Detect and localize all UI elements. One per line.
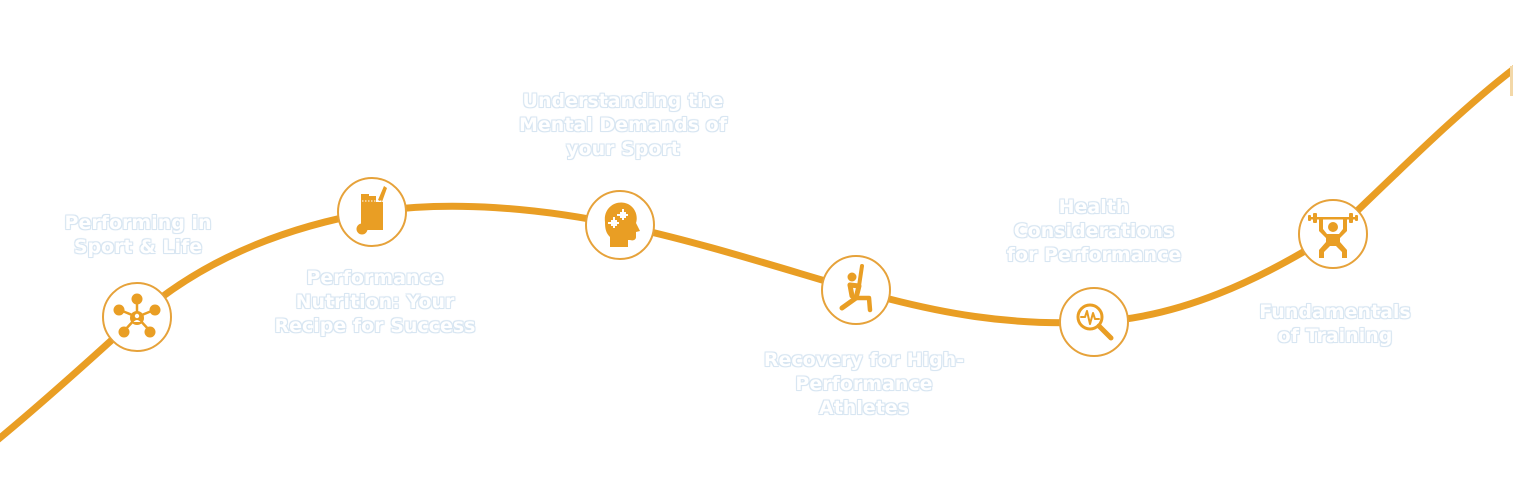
label-nutrition: Performance Nutrition: Your Recipe for S… bbox=[274, 267, 476, 337]
label-training: Fundamentals of Training bbox=[1259, 301, 1411, 347]
path-end-marker bbox=[1510, 66, 1513, 96]
label-health: Health Considerations for Performance bbox=[1006, 196, 1182, 266]
node-mental[interactable] bbox=[585, 190, 655, 260]
grocery-bag-icon bbox=[356, 186, 387, 235]
node-performing[interactable] bbox=[102, 282, 172, 352]
label-mental: Understanding the Mental Demands of your… bbox=[519, 90, 727, 160]
head-puzzle-icon bbox=[604, 202, 640, 247]
node-health[interactable] bbox=[1059, 287, 1129, 357]
node-training[interactable] bbox=[1298, 199, 1368, 269]
node-nutrition[interactable] bbox=[337, 177, 407, 247]
label-recovery: Recovery for High- Performance Athletes bbox=[763, 349, 965, 419]
stretching-person-icon bbox=[839, 264, 873, 313]
weightlifter-icon bbox=[1308, 213, 1358, 258]
label-performing: Performing in Sport & Life bbox=[64, 212, 212, 258]
node-circle bbox=[1059, 287, 1129, 357]
network-people-icon bbox=[113, 293, 161, 338]
node-recovery[interactable] bbox=[821, 255, 891, 325]
magnifier-heartbeat-icon bbox=[1076, 303, 1114, 341]
